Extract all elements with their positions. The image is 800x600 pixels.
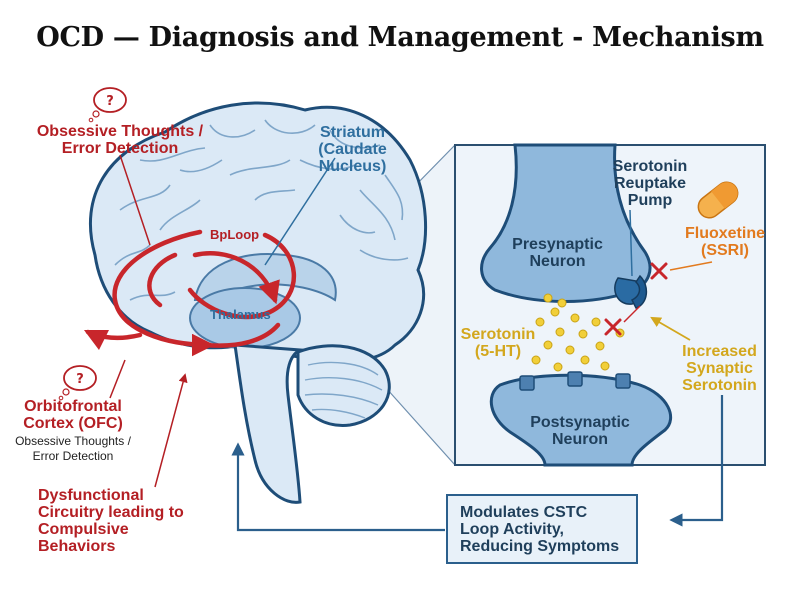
- loop-arrow-outer: [112, 229, 215, 357]
- reuptake-pump-icon: [614, 274, 648, 309]
- label-serotonin: Serotonin (5-HT): [460, 326, 536, 360]
- feedback-arrow: [231, 442, 445, 532]
- loop-arrow-inner: [187, 232, 296, 320]
- reuptake-blocked-arrow: [623, 305, 641, 323]
- thought-bubble-icon: ?: [88, 87, 127, 123]
- label-fluoxetine: Fluoxetine (SSRI): [684, 225, 765, 259]
- leader-reuptake: [629, 209, 633, 277]
- increased-arrow: [650, 316, 691, 341]
- label-increased-serotonin: Increased Synaptic Serotonin: [682, 343, 757, 394]
- label-bp-loop: BpLoop: [210, 227, 260, 242]
- label-postsynaptic: Postsynaptic Neuron: [530, 414, 630, 448]
- label-presynaptic: Presynaptic Neuron: [512, 236, 603, 270]
- label-ofc-sub: Obsessive Thoughts / Error Detection: [15, 434, 131, 463]
- synapse-panel: [454, 143, 766, 467]
- brain-sagittal: [89, 101, 427, 504]
- to-modulates-arrow: [669, 395, 724, 527]
- leader-dysfunctional: [154, 373, 188, 488]
- label-striatum: Striatum (Caudate Nucleus): [318, 124, 387, 175]
- label-reuptake-pump: Serotonin Reuptake Pump: [612, 158, 688, 209]
- capsule-icon: [697, 181, 739, 219]
- label-modulates: Modulates CSTC Loop Activity, Reducing S…: [460, 504, 620, 555]
- label-obsessive-thoughts-top: Obsessive Thoughts / Error Detection: [36, 123, 204, 157]
- label-thalamus: Thalamus: [210, 307, 271, 322]
- svg-text:?: ?: [106, 94, 114, 109]
- page-title: OCD — Diagnosis and Management - Mechani…: [36, 22, 764, 53]
- blocked-x-icon: [650, 262, 668, 280]
- svg-text:?: ?: [76, 372, 84, 387]
- loop-arrow-left: [83, 329, 143, 351]
- leader-obsessive: [119, 154, 151, 246]
- cstc-loop: [83, 229, 296, 357]
- leader-ofc: [109, 359, 126, 399]
- modulates-box: [446, 494, 638, 564]
- label-dysfunctional: Dysfunctional Circuitry leading to Compu…: [38, 487, 184, 555]
- receptors: [519, 371, 631, 391]
- postsynaptic-neuron: [489, 373, 673, 467]
- leader-striatum: [264, 157, 336, 266]
- blocked-x-icon: [604, 318, 622, 336]
- thought-bubble-icon: ?: [58, 365, 97, 401]
- label-ofc: Orbitofrontal Cortex (OFC): [23, 398, 123, 432]
